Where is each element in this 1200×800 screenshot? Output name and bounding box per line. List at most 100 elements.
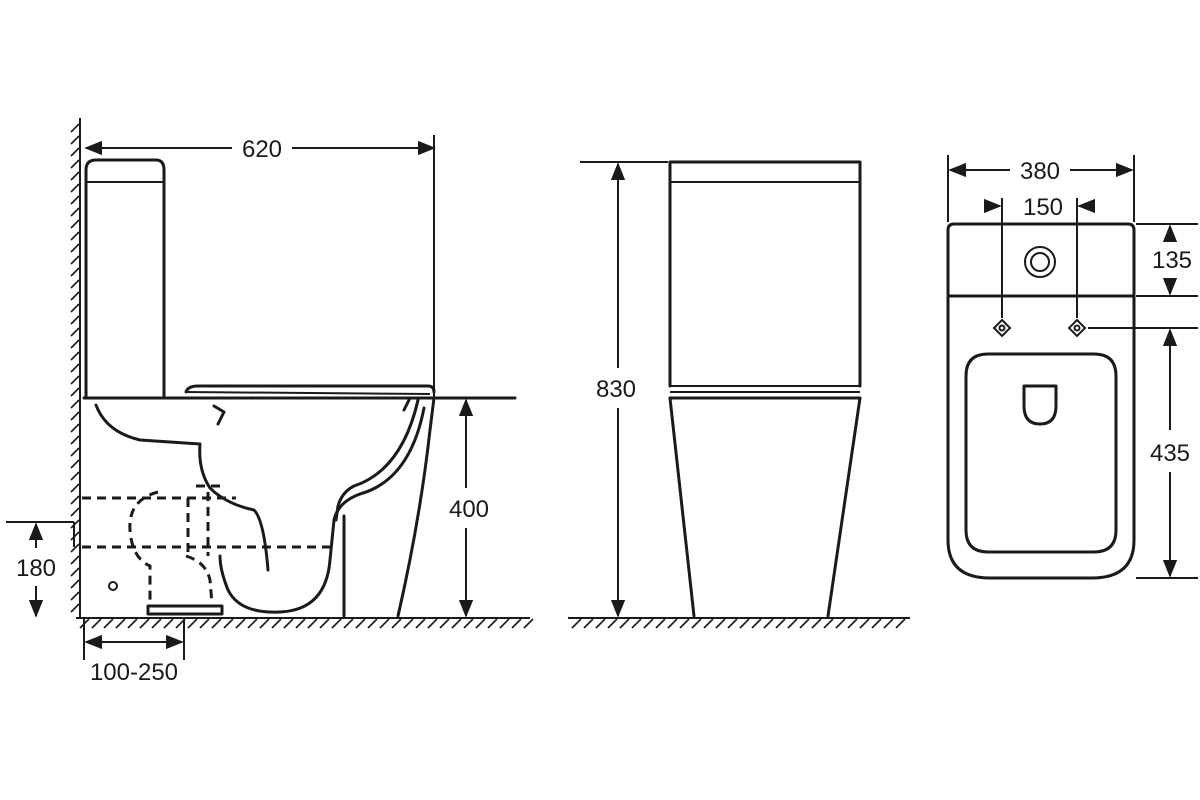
seat-height-label: 400 — [449, 496, 489, 523]
hatch-line — [70, 315, 80, 325]
hatch-line — [199, 618, 210, 629]
hatch-line — [70, 543, 80, 553]
hatch-line — [895, 618, 906, 629]
hatch-line — [70, 447, 80, 457]
hatch-line — [70, 327, 80, 337]
hatch-line — [883, 618, 894, 629]
floor-hatching — [79, 618, 534, 629]
hatch-line — [70, 567, 80, 577]
hatch-line — [103, 618, 114, 629]
hatch-line — [70, 423, 80, 433]
hatch-line — [391, 618, 402, 629]
top-view: 380 150 135 435 — [946, 155, 1198, 580]
fixing-spacing-label: 150 — [1023, 194, 1063, 221]
bowl-depth-label: 435 — [1150, 440, 1190, 467]
cistern-front — [668, 160, 862, 388]
hatch-line — [70, 387, 80, 397]
hatch-line — [70, 411, 80, 421]
hatch-line — [355, 618, 366, 629]
hatch-line — [163, 618, 174, 629]
dim-fixing-spacing: 150 — [983, 194, 1096, 318]
hatch-line — [70, 195, 80, 205]
hatch-line — [139, 618, 150, 629]
hatch-line — [271, 618, 282, 629]
hatch-line — [691, 618, 702, 629]
hatch-line — [70, 159, 80, 169]
hatch-line — [619, 618, 630, 629]
hatch-line — [70, 459, 80, 469]
hatch-line — [235, 618, 246, 629]
hatch-line — [739, 618, 750, 629]
dim-bowl-depth: 435 — [1088, 327, 1198, 579]
hatch-line — [727, 618, 738, 629]
hatch-line — [307, 618, 318, 629]
hatch-line — [91, 618, 102, 629]
front-view: 830 — [568, 160, 910, 629]
fixing-points — [992, 318, 1087, 338]
length-label: 620 — [242, 136, 282, 163]
seat-side — [162, 384, 517, 426]
hatch-line — [763, 618, 774, 629]
hatch-line — [679, 618, 690, 629]
hatch-line — [70, 135, 80, 145]
outlet-height-label: 180 — [16, 555, 56, 582]
hatch-line — [631, 618, 642, 629]
dim-seat-height: 400 — [449, 398, 489, 618]
hatch-line — [859, 618, 870, 629]
hatch-line — [715, 618, 726, 629]
floor-side — [76, 617, 534, 629]
hatch-line — [70, 363, 80, 373]
hatch-line — [70, 207, 80, 217]
hatch-line — [835, 618, 846, 629]
hatch-line — [70, 243, 80, 253]
hatch-line — [871, 618, 882, 629]
hatch-line — [703, 618, 714, 629]
dim-tank-depth: 135 — [1136, 223, 1198, 297]
hatch-line — [319, 618, 330, 629]
hatch-line — [70, 123, 80, 133]
outlet-offset-label: 100-250 — [90, 659, 178, 686]
bowl-top — [946, 294, 1136, 580]
hatch-line — [70, 219, 80, 229]
hatch-line — [427, 618, 438, 629]
dim-outlet-height: 180 — [6, 521, 75, 618]
hatch-line — [403, 618, 414, 629]
hatch-line — [70, 603, 80, 613]
fixing-bolt-icon — [992, 318, 1012, 338]
hatch-line — [70, 231, 80, 241]
hatch-line — [115, 618, 126, 629]
tank-depth-label: 135 — [1152, 247, 1192, 274]
hatch-line — [607, 618, 618, 629]
hatch-line — [751, 618, 762, 629]
hatch-line — [70, 267, 80, 277]
bowl-side — [94, 396, 436, 618]
hatch-line — [499, 618, 510, 629]
hatch-line — [583, 618, 594, 629]
hatch-line — [70, 147, 80, 157]
hatch-line — [787, 618, 798, 629]
hatch-line — [523, 618, 534, 629]
width-label: 380 — [1020, 158, 1060, 185]
hatch-line — [70, 591, 80, 601]
wall-hatching — [70, 123, 80, 613]
hatch-line — [70, 375, 80, 385]
height-label: 830 — [596, 376, 636, 403]
hatch-line — [295, 618, 306, 629]
hatch-line — [127, 618, 138, 629]
hatch-line — [70, 471, 80, 481]
hatch-line — [70, 255, 80, 265]
pedestal-front — [668, 396, 862, 618]
floor-hatching — [571, 618, 906, 629]
dim-width: 380 — [947, 155, 1135, 222]
hatch-line — [70, 291, 80, 301]
hatch-line — [283, 618, 294, 629]
dim-total-height: 830 — [580, 161, 668, 618]
hatch-line — [70, 339, 80, 349]
hatch-line — [70, 579, 80, 589]
hatch-line — [643, 618, 654, 629]
hatch-line — [451, 618, 462, 629]
hatch-line — [379, 618, 390, 629]
floor-front — [568, 617, 910, 629]
hatch-line — [439, 618, 450, 629]
hatch-line — [667, 618, 678, 629]
